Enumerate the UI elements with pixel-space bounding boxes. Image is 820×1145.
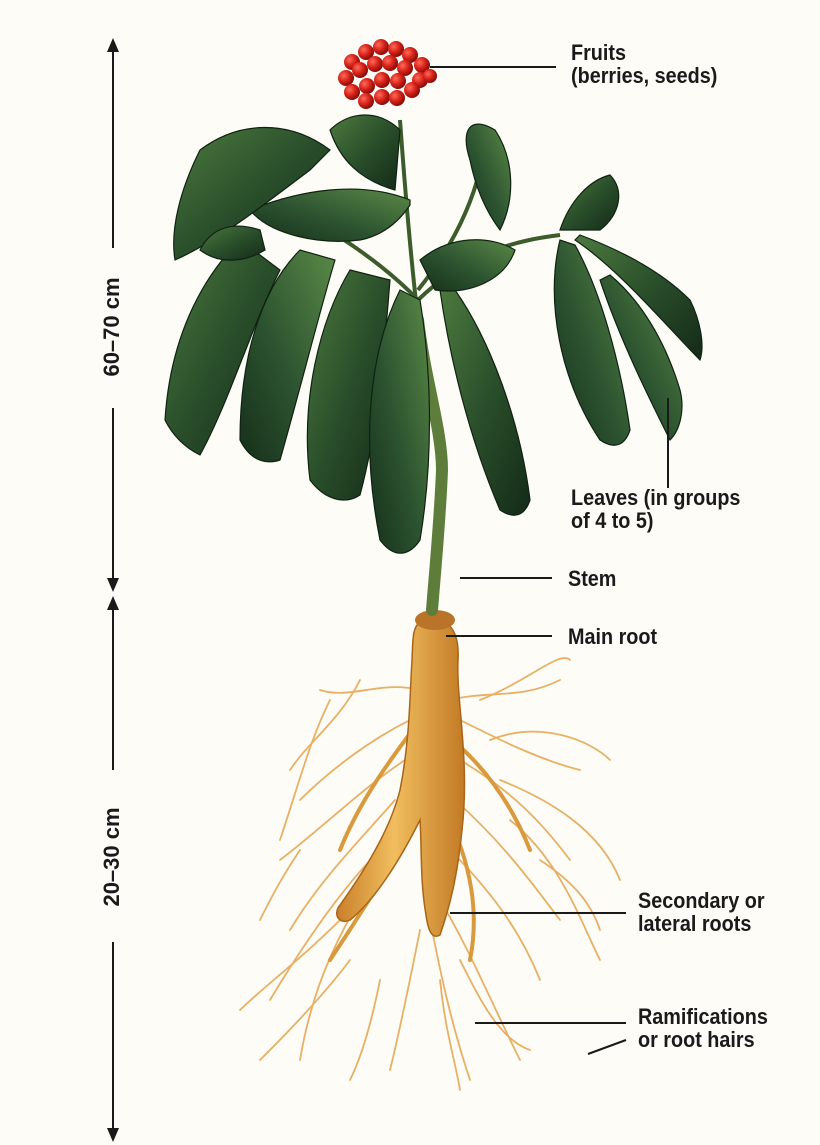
dimension-lower-label: 20–30 cm — [99, 807, 125, 907]
secondary-roots-label-line2: lateral roots — [638, 912, 765, 935]
main-root-label: Main root — [568, 625, 657, 648]
leaves-label-line2: of 4 to 5) — [571, 509, 740, 532]
ramifications-label-line1: Ramifications — [638, 1005, 768, 1028]
secondary-roots-label-line1: Secondary or — [638, 889, 765, 912]
fruits-label-line2: (berries, seeds) — [571, 64, 717, 87]
main-root — [337, 610, 465, 936]
leaves-label: Leaves (in groups of 4 to 5) — [571, 486, 740, 532]
ramifications-label-line2: or root hairs — [638, 1028, 768, 1051]
main-root-label-text: Main root — [568, 625, 657, 648]
fruits-label: Fruits (berries, seeds) — [571, 41, 717, 87]
dimension-upper-label: 60–70 cm — [99, 277, 125, 377]
stem-label: Stem — [568, 567, 616, 590]
secondary-roots-label: Secondary or lateral roots — [638, 889, 765, 935]
berry-cluster — [338, 39, 437, 109]
ramifications-label: Ramifications or root hairs — [638, 1005, 768, 1051]
leaves-label-line1: Leaves (in groups — [571, 486, 740, 509]
ramifications-leader-2 — [588, 1040, 626, 1054]
fruits-label-line1: Fruits — [571, 41, 717, 64]
stem-label-text: Stem — [568, 567, 616, 590]
